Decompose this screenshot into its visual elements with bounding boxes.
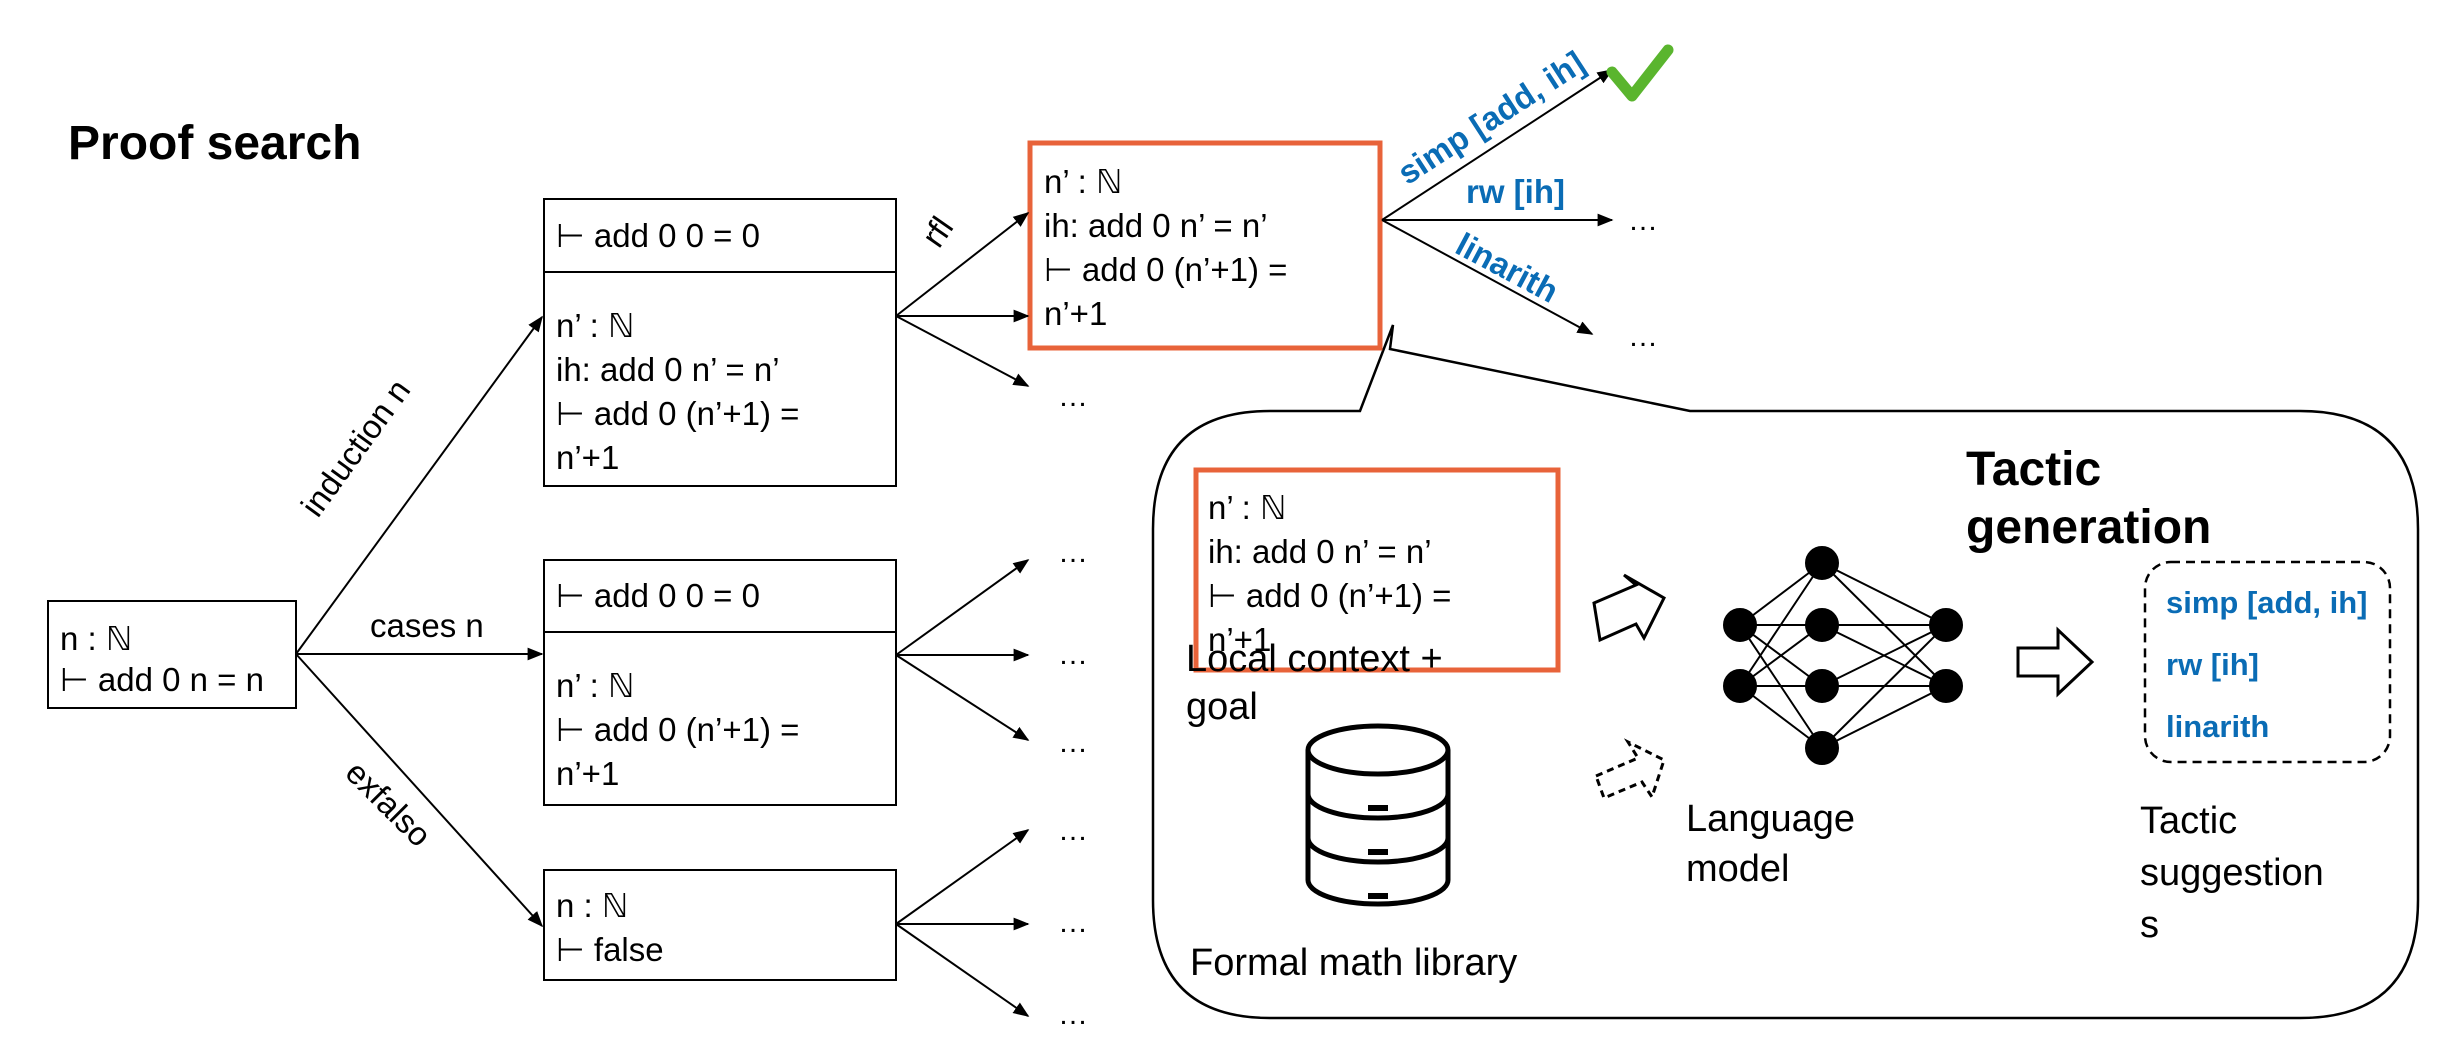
cases-step-line: n’ : ℕ	[556, 667, 635, 704]
root-line-1: n : ℕ	[60, 620, 133, 657]
suggestion-item: rw [ih]	[2166, 647, 2259, 682]
edge-simp	[1381, 69, 1614, 221]
edge-label-cases: cases n	[370, 607, 484, 644]
library-label: Formal math library	[1190, 942, 1518, 984]
tree-edges	[295, 69, 1614, 1017]
edge-rfl	[895, 212, 1030, 317]
arrow-right-icon	[2016, 626, 2095, 698]
induction-step-line: ⊢ add 0 (n’+1) =	[556, 395, 800, 432]
induction-step-line: ih: add 0 n’ = n’	[556, 351, 780, 388]
context-label: Local context +	[1186, 638, 1443, 680]
context-line: ih: add 0 n’ = n’	[1208, 533, 1432, 570]
suggestion-item: simp [add, ih]	[2166, 585, 2368, 620]
neural-network-icon	[1723, 546, 1963, 765]
cases-step-line: ⊢ add 0 (n’+1) =	[556, 711, 800, 748]
selected-node-line: ih: add 0 n’ = n’	[1044, 207, 1268, 244]
root-node	[47, 600, 297, 709]
ellipsis: …	[1058, 380, 1088, 413]
induction-step-line: n’ : ℕ	[556, 307, 635, 344]
selected-node-line: n’ : ℕ	[1044, 163, 1123, 200]
edge-cases-1	[895, 559, 1030, 656]
context-label: goal	[1186, 686, 1258, 728]
context-line: ⊢ add 0 (n’+1) =	[1208, 577, 1452, 614]
ellipsis: …	[1058, 536, 1088, 569]
induction-base-goal: ⊢ add 0 0 = 0	[556, 217, 760, 254]
exfalso-line: ⊢ false	[556, 931, 664, 968]
ellipsis: …	[1058, 726, 1088, 759]
tactic-label-rw: rw [ih]	[1466, 173, 1565, 210]
language-model-label: model	[1686, 848, 1790, 890]
ellipsis: …	[1628, 204, 1658, 237]
ellipsis: …	[1058, 814, 1088, 847]
selected-node-highlight	[1027, 140, 1383, 351]
suggestion-item: linarith	[2166, 709, 2270, 744]
ellipsis: …	[1628, 320, 1658, 353]
edge-induction	[295, 315, 543, 655]
edge-induction-low	[895, 315, 1030, 387]
language-model-label: Language	[1686, 798, 1856, 840]
edge-exfalso	[295, 653, 544, 928]
edge-exfalso-1	[895, 829, 1030, 925]
ellipsis: …	[1058, 998, 1088, 1031]
selected-node-line: ⊢ add 0 (n’+1) =	[1044, 251, 1288, 288]
cases-node	[543, 559, 897, 806]
check-icon	[1606, 44, 1674, 102]
ellipsis: …	[1058, 906, 1088, 939]
context-line: n’+1	[1208, 621, 1272, 658]
tactic-suggestions-label: s	[2140, 904, 2159, 946]
induction-node	[543, 198, 897, 487]
context-box-highlight	[1193, 467, 1561, 673]
dashed-arrow-icon	[1594, 738, 1666, 801]
edge-linarith	[1381, 219, 1594, 335]
tactic-generation-title-1: Tactic	[1966, 443, 2102, 496]
proof-search-title: Proof search	[68, 117, 362, 170]
edge-cases-3	[895, 654, 1030, 741]
database-icon	[1305, 723, 1451, 907]
arrow-right-icon	[1592, 573, 1666, 643]
tactic-generation-panel	[1151, 324, 2420, 1020]
edge-exfalso-3	[895, 923, 1030, 1017]
exfalso-node	[543, 869, 897, 981]
cases-base-goal: ⊢ add 0 0 = 0	[556, 577, 760, 614]
cases-step-line: n’+1	[556, 755, 620, 792]
tactic-generation-title-2: generation	[1966, 501, 2212, 554]
selected-node-line: n’+1	[1044, 295, 1108, 332]
tactic-suggestions-label: Tactic	[2140, 800, 2238, 842]
tactic-suggestions-label: suggestion	[2140, 852, 2324, 894]
root-line-2: ⊢ add 0 n = n	[60, 661, 264, 698]
exfalso-line: n : ℕ	[556, 887, 629, 924]
induction-step-line: n’+1	[556, 439, 620, 476]
suggestions-box	[2143, 560, 2392, 764]
context-line: n’ : ℕ	[1208, 489, 1287, 526]
ellipsis: …	[1058, 638, 1088, 671]
